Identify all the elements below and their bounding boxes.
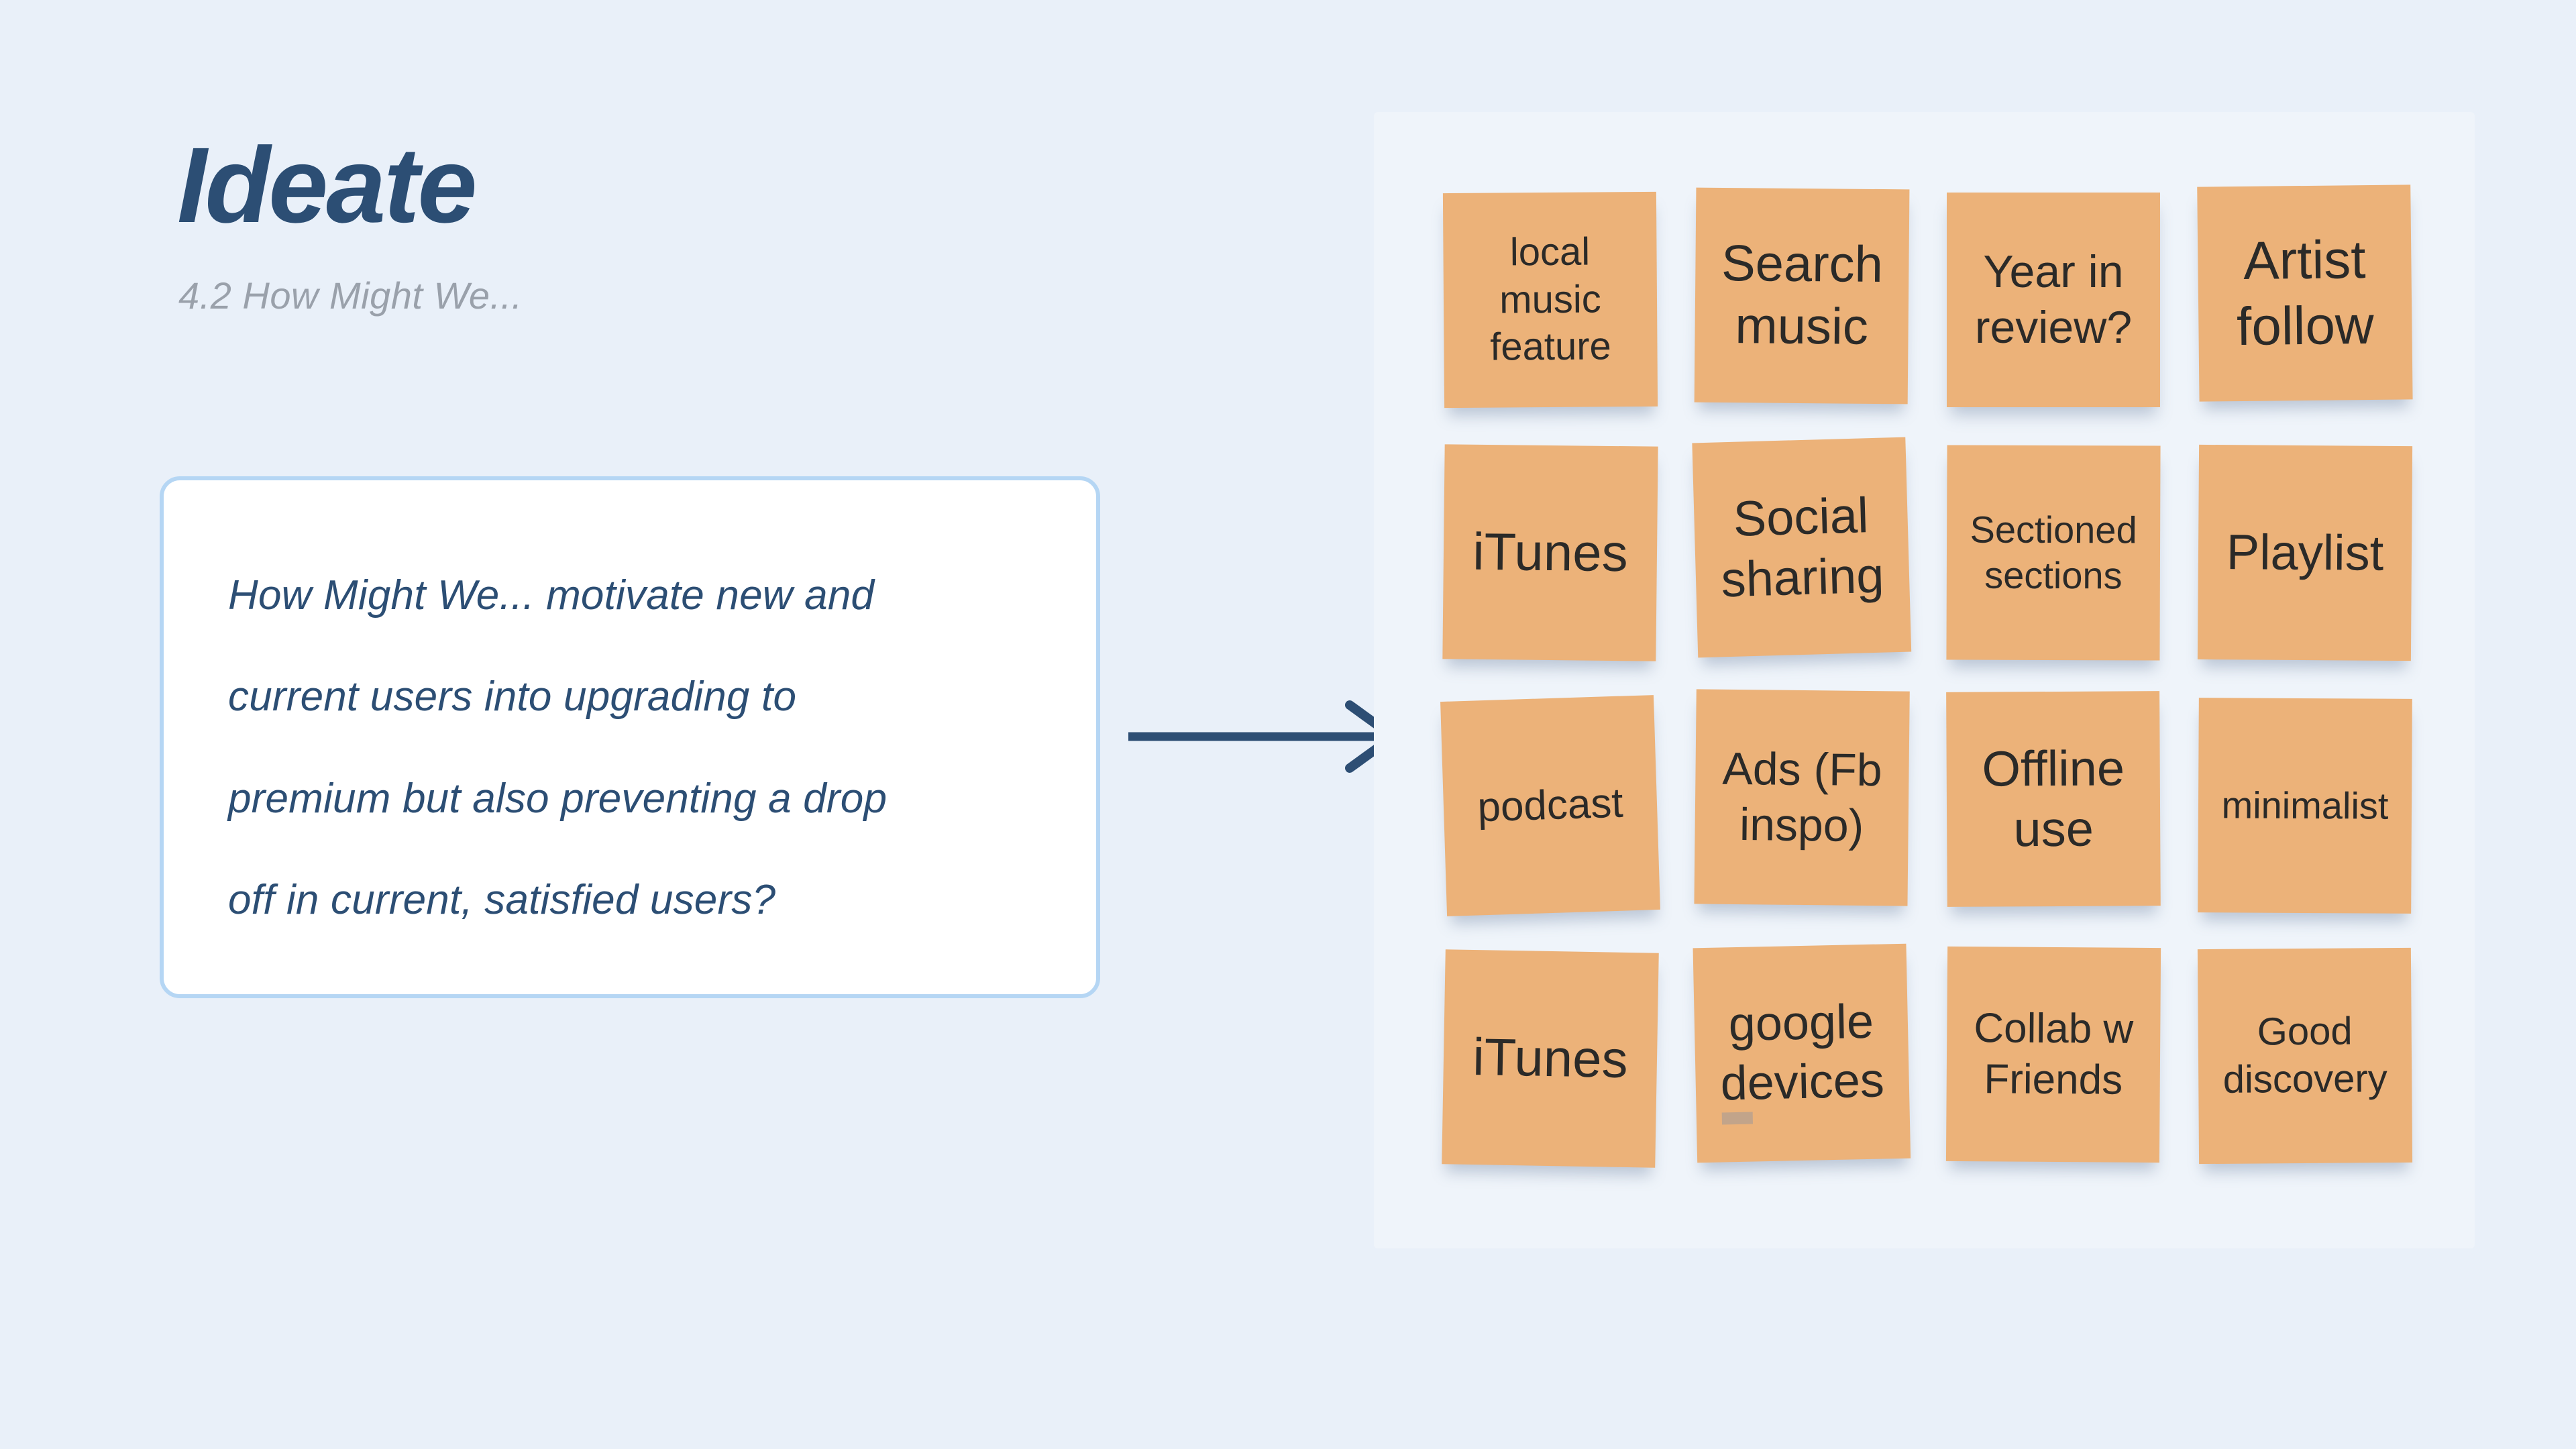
page-title: Ideate <box>177 125 477 245</box>
smudge-mark <box>1721 1112 1754 1125</box>
sticky-note-label: Good discovery <box>2222 1009 2387 1102</box>
page-subtitle: 4.2 How Might We... <box>178 274 523 317</box>
sticky-note-label: google devices <box>1719 994 1885 1111</box>
sticky-note[interactable]: local music feature <box>1442 191 1658 409</box>
sticky-note-label: Artist follow <box>2236 229 2375 357</box>
sticky-note-label: Playlist <box>2226 524 2384 581</box>
ideas-board: local music feature Search music Year in… <box>1374 112 2475 1248</box>
right-arrow-icon <box>1124 696 1406 777</box>
sticky-note-label: Search music <box>1721 235 1884 356</box>
sticky-note-label: Offline use <box>1982 740 2125 857</box>
sticky-note[interactable]: Social sharing <box>1692 437 1912 658</box>
sticky-note-label: iTunes <box>1472 522 1629 583</box>
sticky-note-label: minimalist <box>2221 784 2389 827</box>
sticky-note[interactable]: podcast <box>1440 695 1660 916</box>
sticky-note[interactable]: Playlist <box>2197 444 2413 661</box>
sticky-note-label: podcast <box>1477 780 1624 831</box>
sticky-note[interactable]: iTunes <box>1442 444 1658 661</box>
sticky-note[interactable]: Collab w Friends <box>1945 946 2161 1163</box>
sticky-note[interactable]: minimalist <box>2198 698 2412 914</box>
sticky-note[interactable]: Year in review? <box>1947 193 2160 407</box>
sticky-note[interactable]: Sectioned sections <box>1946 445 2161 661</box>
sticky-note[interactable]: iTunes <box>1442 949 1659 1168</box>
sticky-note-label: local music feature <box>1489 229 1611 370</box>
sticky-note[interactable]: google devices <box>1693 943 1911 1163</box>
sticky-note-label: Collab w Friends <box>1974 1005 2134 1104</box>
notes-grid: local music feature Search music Year in… <box>1440 184 2413 1168</box>
sticky-note-label: Social sharing <box>1720 486 1885 608</box>
sticky-note[interactable]: Good discovery <box>2197 947 2413 1165</box>
hmw-line-2: current users into upgrading to <box>228 674 797 720</box>
sticky-note-label: Ads (Fb inspo) <box>1722 743 1882 851</box>
hmw-line-1: How Might We... motivate new and <box>228 572 875 619</box>
hmw-question-text: How Might We... motivate new and current… <box>228 545 1056 951</box>
sticky-note[interactable]: Ads (Fb inspo) <box>1694 689 1910 906</box>
sticky-note[interactable]: Search music <box>1694 187 1910 405</box>
sticky-note-label: Year in review? <box>1974 246 2133 353</box>
hmw-question-card: How Might We... motivate new and current… <box>160 476 1100 998</box>
hmw-line-4: off in current, satisfied users? <box>228 876 776 923</box>
sticky-note[interactable]: Artist follow <box>2197 184 2413 402</box>
sticky-note[interactable]: Offline use <box>1946 691 2161 907</box>
hmw-line-3: premium but also preventing a drop <box>228 775 888 822</box>
sticky-note-label: iTunes <box>1472 1027 1629 1089</box>
sticky-note-label: Sectioned sections <box>1970 508 2137 597</box>
